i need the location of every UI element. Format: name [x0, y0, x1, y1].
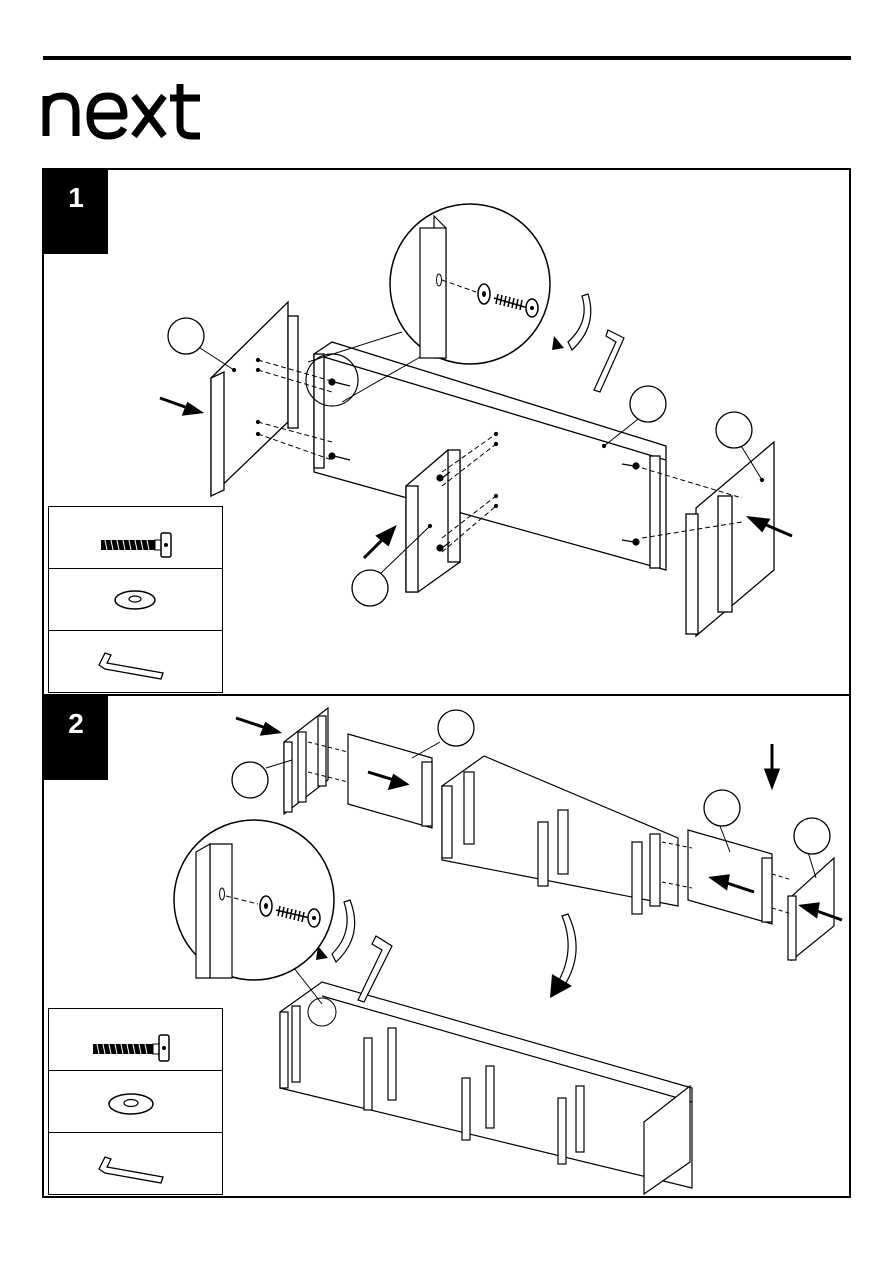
washer-icon [49, 1071, 221, 1132]
step-1-panel: 1 [42, 168, 851, 696]
detail-zoom-circle [174, 820, 392, 1002]
hardware-list [48, 506, 223, 693]
next-logo-icon [40, 82, 205, 140]
hardware-item [49, 507, 222, 569]
step-2-panel: 2 [42, 694, 851, 1198]
long-board [314, 342, 666, 570]
allen-key-icon [49, 631, 221, 692]
hardware-item [49, 1009, 222, 1071]
hardware-list [48, 1008, 223, 1195]
hardware-item [49, 569, 222, 631]
washer-icon [49, 569, 221, 630]
header-rule [43, 56, 851, 60]
right-side-panel [696, 442, 774, 636]
detail-zoom-circle [390, 204, 624, 392]
brand-logo [40, 82, 205, 145]
bolt-icon [49, 507, 221, 568]
hardware-item [49, 1133, 222, 1194]
hardware-item [49, 1071, 222, 1133]
allen-key-icon [49, 1133, 221, 1194]
hardware-item [49, 631, 222, 692]
bolt-icon [49, 1009, 221, 1070]
